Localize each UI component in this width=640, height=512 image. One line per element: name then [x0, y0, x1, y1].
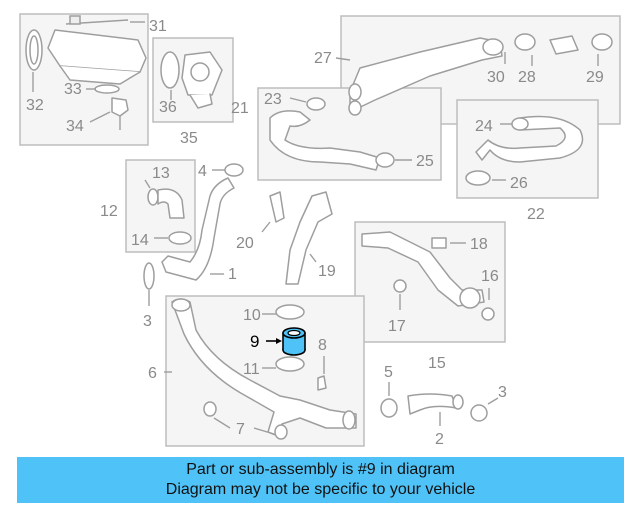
parts-diagram: 31 32 33 34 36 35 27 30 28 29 23 21 25 2… [19, 13, 621, 448]
callout-7[interactable]: 7 [236, 421, 245, 438]
callout-14[interactable]: 14 [131, 232, 149, 249]
callout-28[interactable]: 28 [518, 69, 536, 86]
callout-17[interactable]: 17 [388, 318, 406, 335]
callout-35[interactable]: 35 [180, 130, 198, 147]
hose-12-drawing [144, 179, 192, 245]
callout-29[interactable]: 29 [586, 69, 604, 86]
callout-27[interactable]: 27 [314, 50, 332, 67]
callout-24[interactable]: 24 [475, 118, 493, 135]
part-9-coupler[interactable] [282, 327, 306, 356]
callout-19[interactable]: 19 [318, 263, 336, 280]
callout-30[interactable]: 30 [487, 69, 505, 86]
info-banner: Part or sub-assembly is #9 in diagram Di… [17, 457, 624, 503]
banner-line-2: Diagram may not be specific to your vehi… [165, 481, 476, 498]
callout-11[interactable]: 11 [243, 361, 260, 378]
callout-13[interactable]: 13 [152, 165, 170, 182]
callout-20[interactable]: 20 [236, 235, 254, 252]
callout-16[interactable]: 16 [481, 268, 499, 285]
callout-22[interactable]: 22 [527, 206, 545, 223]
hose-22-drawing [465, 115, 584, 186]
pipe-6-drawing [164, 298, 357, 440]
hose-2-drawing [380, 382, 499, 426]
group-box-12 [125, 159, 196, 253]
callout-3-right[interactable]: 3 [498, 384, 507, 401]
callout-26[interactable]: 26 [510, 175, 528, 192]
callout-21[interactable]: 21 [231, 100, 249, 117]
callout-32[interactable]: 32 [26, 97, 44, 114]
hose-21-drawing [269, 97, 412, 171]
callout-4[interactable]: 4 [198, 163, 207, 180]
callout-9-arrow [276, 338, 282, 344]
pipe-15-drawing [361, 231, 495, 321]
callout-10[interactable]: 10 [243, 307, 261, 324]
callout-36[interactable]: 36 [159, 99, 177, 116]
callout-12[interactable]: 12 [100, 203, 118, 220]
callout-31[interactable]: 31 [149, 18, 167, 35]
callout-5[interactable]: 5 [384, 364, 393, 381]
callout-6[interactable]: 6 [148, 365, 157, 382]
callout-18[interactable]: 18 [470, 236, 488, 253]
callout-8[interactable]: 8 [318, 337, 327, 354]
pipe-19-drawing [261, 191, 333, 285]
callout-34[interactable]: 34 [66, 118, 84, 135]
callout-23[interactable]: 23 [264, 91, 282, 108]
throttle-body-drawing [160, 51, 223, 109]
banner-line-1: Part or sub-assembly is #9 in diagram [186, 461, 455, 478]
callout-2[interactable]: 2 [435, 431, 444, 448]
callout-25[interactable]: 25 [416, 153, 434, 170]
intercooler-pipe-drawing [335, 33, 613, 116]
callout-15[interactable]: 15 [428, 355, 446, 372]
callout-3-left[interactable]: 3 [143, 313, 152, 330]
intake-manifold-drawing [25, 15, 147, 130]
callout-9[interactable]: 9 [250, 332, 259, 351]
callout-33[interactable]: 33 [64, 81, 82, 98]
hose-1-drawing [143, 163, 244, 306]
callout-1[interactable]: 1 [228, 266, 237, 283]
